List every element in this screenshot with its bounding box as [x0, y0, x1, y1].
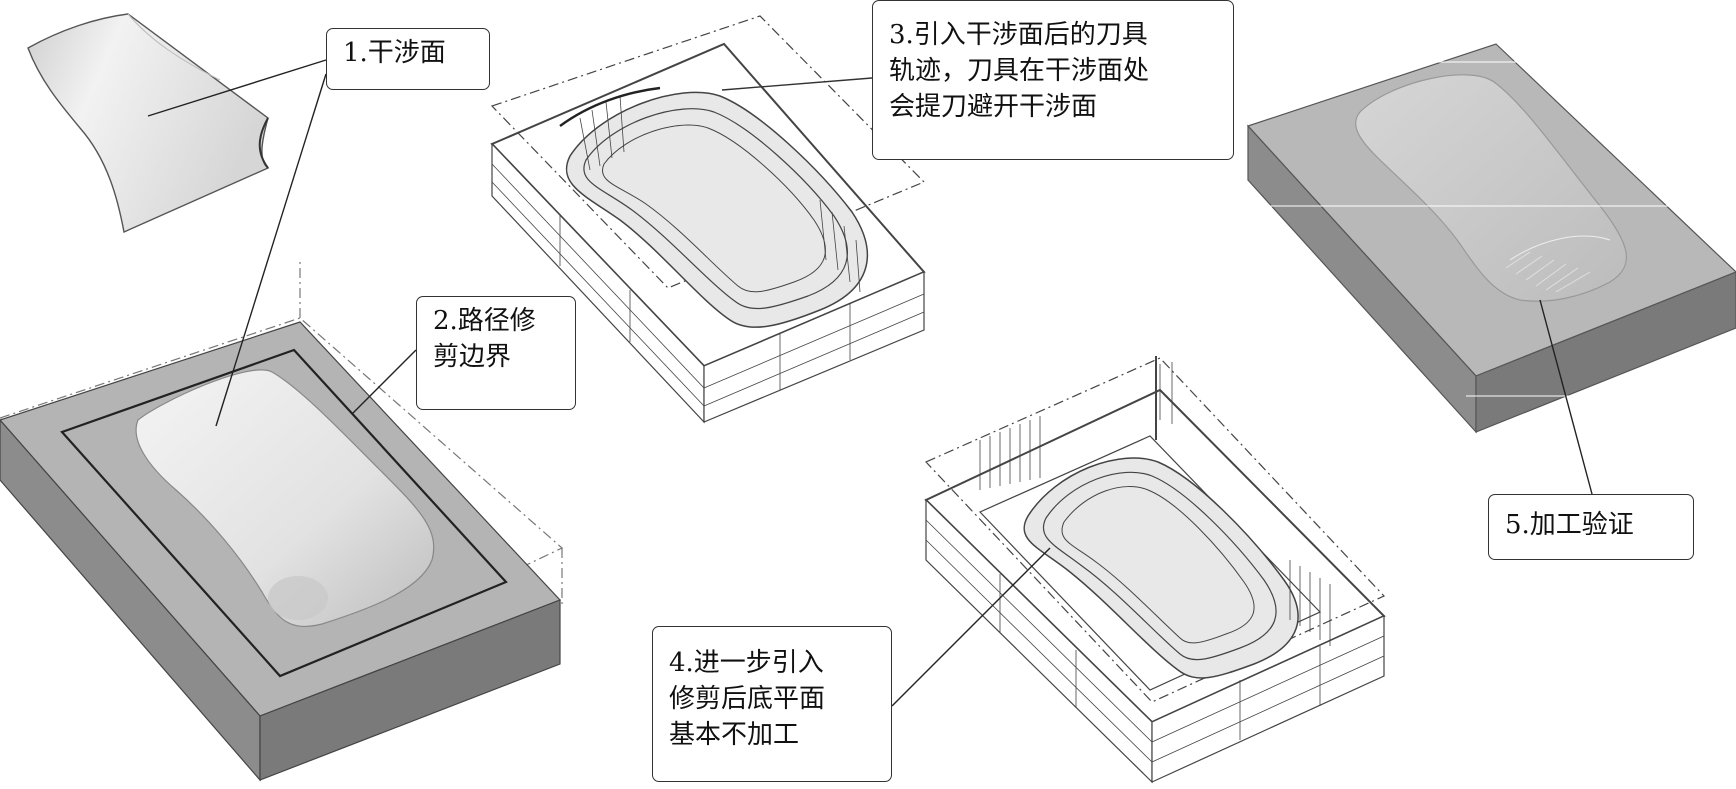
- leader-1b: [215, 73, 327, 427]
- leader-4: [891, 547, 1051, 707]
- callout-3-line-2: 轨迹，刀具在干涉面处: [889, 56, 1150, 86]
- leader-2: [351, 349, 417, 415]
- callout-4-line-1: 4.进一步引入: [669, 648, 824, 678]
- callout-trimmed-floor: 4.进一步引入修剪后底平面基本不加工: [652, 626, 892, 782]
- leader-1a: [147, 59, 327, 117]
- callout-3-line-3: 会提刀避开干涉面: [889, 92, 1098, 122]
- callout-2-line-1: 2.路径修: [433, 306, 536, 336]
- callout-interference-surface: 1.干涉面: [326, 28, 490, 90]
- callout-machining-verification: 5.加工验证: [1488, 494, 1694, 560]
- surface-patch-icon: [27, 13, 270, 233]
- callout-1-line-1: 1.干涉面: [343, 38, 446, 68]
- leader-5: [1539, 299, 1593, 495]
- toolpath-with-interference-view: [490, 15, 926, 424]
- callout-trim-boundary: 2.路径修剪边界: [416, 296, 576, 410]
- part-body: [135, 369, 435, 628]
- trim-boundary: [60, 348, 508, 678]
- callout-4-line-3: 基本不加工: [669, 720, 800, 750]
- leader-lines: [147, 59, 1593, 707]
- machined-part-body: [1355, 74, 1627, 302]
- callout-2-line-2: 剪边界: [433, 342, 512, 372]
- callout-3-line-1: 3.引入干涉面后的刀具: [889, 20, 1148, 50]
- toolpath-trimmed-floor-view: [924, 356, 1386, 784]
- callout-5-line-1: 5.加工验证: [1505, 510, 1634, 540]
- interference-surface-view: [27, 13, 270, 233]
- callout-4-line-2: 修剪后底平面: [669, 684, 826, 714]
- callout-toolpath-interference: 3.引入干涉面后的刀具轨迹，刀具在干涉面处会提刀避开干涉面: [872, 0, 1234, 160]
- trimmed-mold-model-view: [0, 258, 564, 782]
- machining-verification-view: [1246, 43, 1736, 434]
